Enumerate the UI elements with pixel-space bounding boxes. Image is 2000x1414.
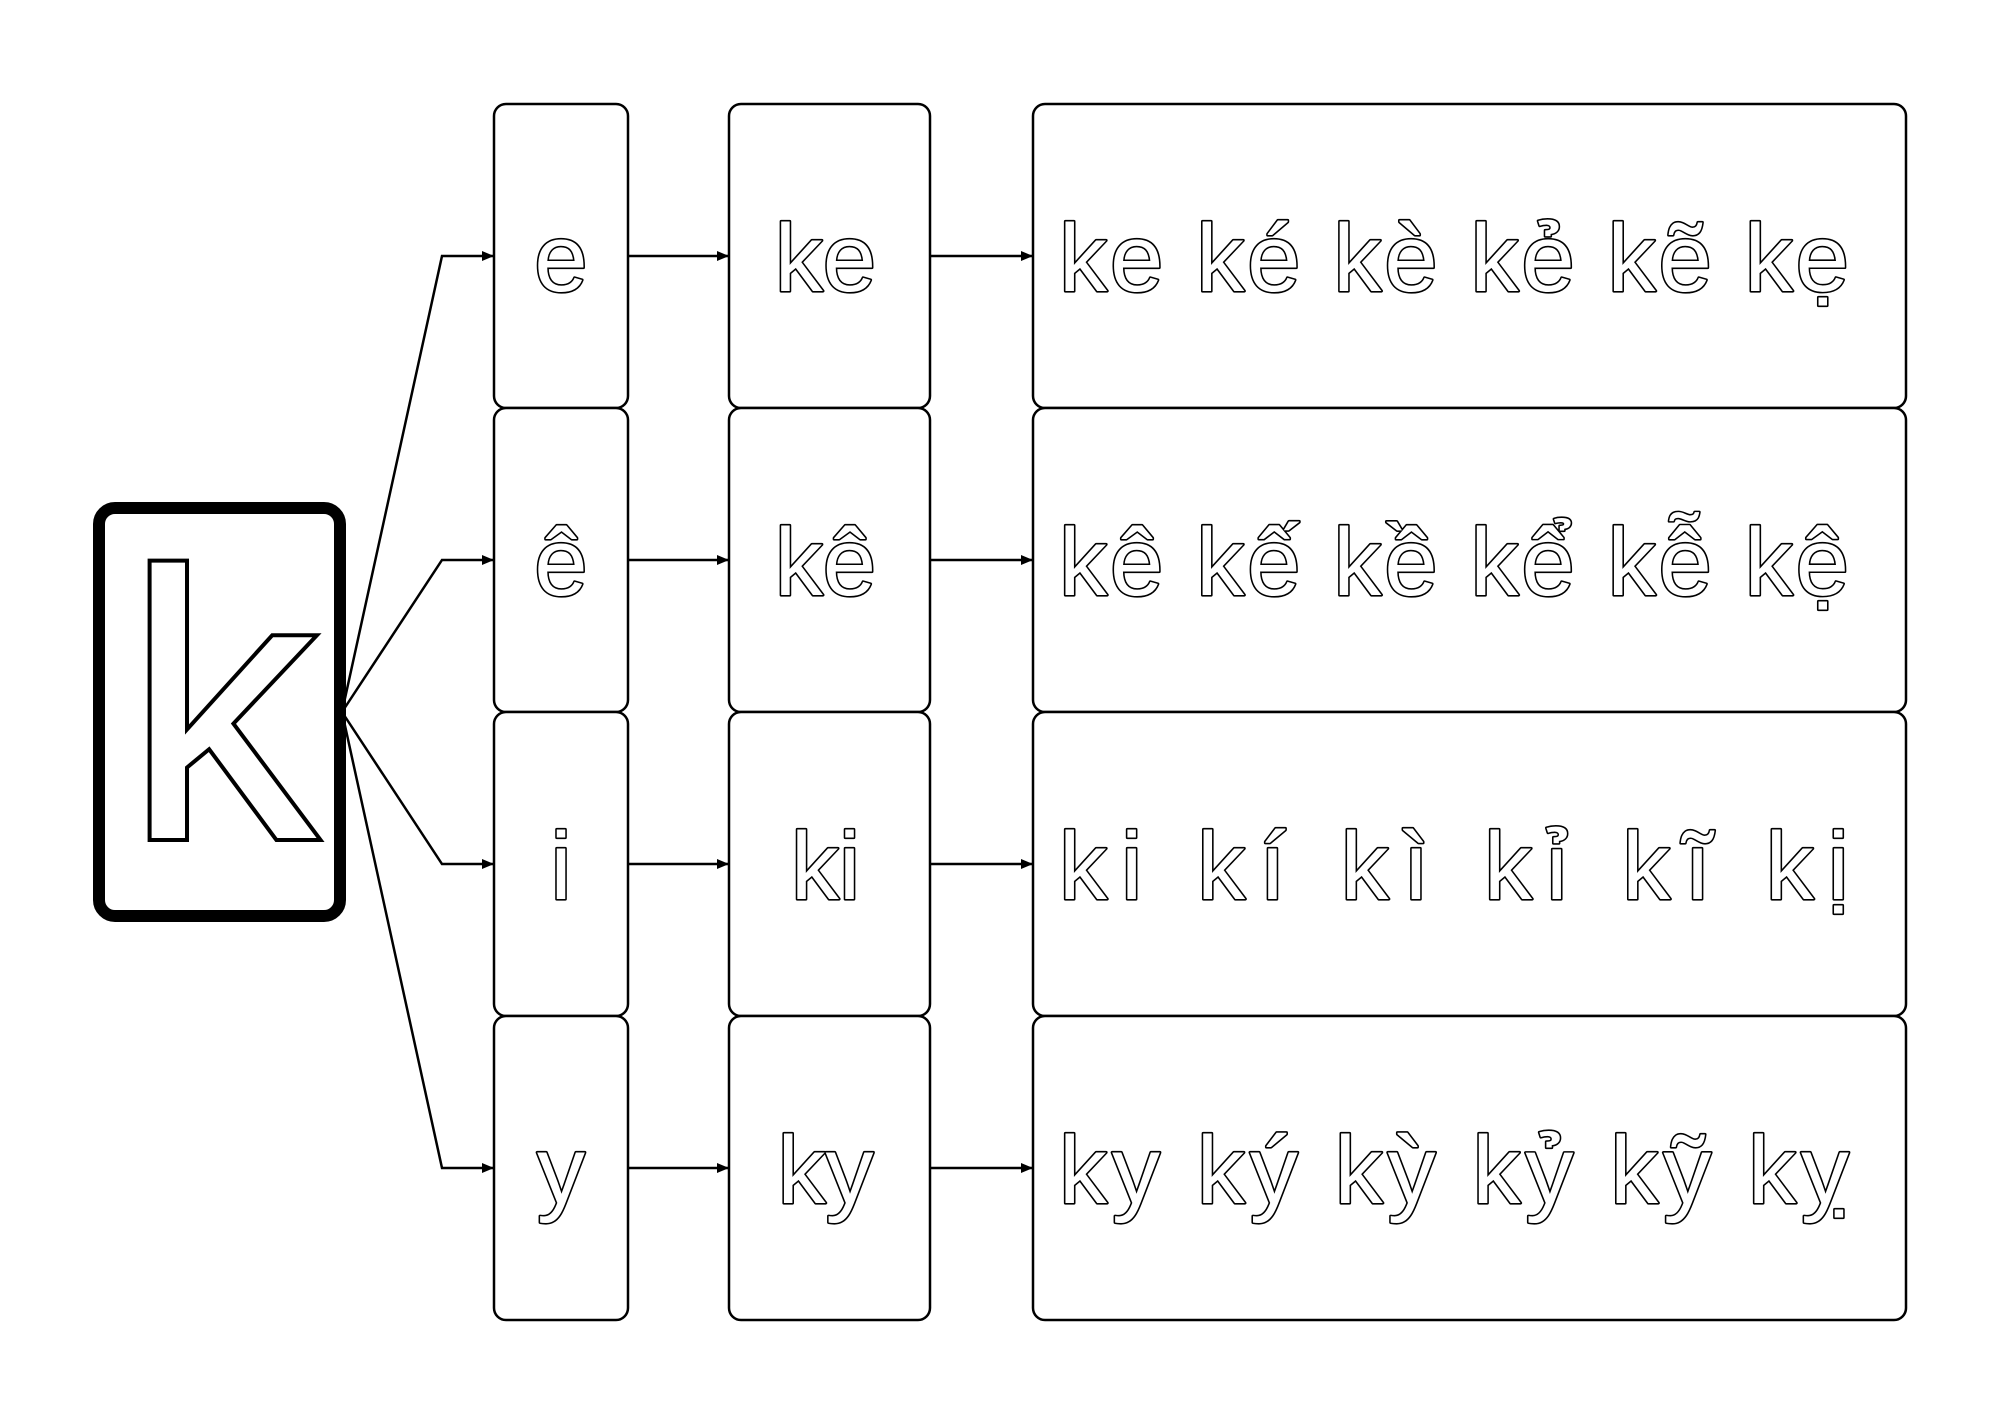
tone-variant: kỳ xyxy=(1303,1117,1436,1224)
syllable-label: kê xyxy=(775,509,876,616)
tone-variant: ki xyxy=(1059,813,1142,920)
tone-variant: kệ xyxy=(1715,509,1849,616)
tone-variant: kỷ xyxy=(1441,1117,1574,1224)
syllable-label: ki xyxy=(791,813,860,920)
vowel-box xyxy=(492,1014,630,1322)
root-letter-box xyxy=(93,502,346,922)
tone-variants: ky ký kỳ kỷ kỹ kỵ xyxy=(1059,1117,1849,1224)
tone-variant: kĩ xyxy=(1581,813,1715,920)
tone-variant: kè xyxy=(1304,205,1438,312)
root-letter-node: k xyxy=(93,490,346,923)
syllable-row: y ky ky ký kỳ kỷ kỹ kỵ xyxy=(492,1014,1908,1322)
tone-variant: ke xyxy=(1059,205,1163,312)
root-to-vowel-arrow xyxy=(340,251,494,713)
tone-variants: kê kế kề kể kễ kệ xyxy=(1059,509,1849,616)
tone-variant: ký xyxy=(1165,1117,1298,1224)
vowel-label: i xyxy=(550,813,571,920)
tone-variant: kỉ xyxy=(1443,813,1567,920)
vowel-label: y xyxy=(537,1117,585,1224)
tone-variant: kê xyxy=(1059,509,1163,616)
tone-variant: kì xyxy=(1300,813,1429,920)
root-to-vowel-arrow xyxy=(340,555,494,713)
tones-box xyxy=(1031,1014,1908,1322)
tone-variant: kẹ xyxy=(1715,205,1849,312)
connectors xyxy=(340,251,1033,1173)
tone-variants: ke ké kè kẻ kẽ kẹ xyxy=(1059,205,1849,312)
tone-variant: kỹ xyxy=(1578,1117,1711,1224)
tone-variant: kễ xyxy=(1578,509,1712,616)
root-to-vowel-arrow xyxy=(340,711,494,869)
root-letter: k xyxy=(126,494,322,919)
root-to-vowel-arrow xyxy=(340,711,494,1173)
tone-variant: kế xyxy=(1166,509,1300,616)
tone-variant: kể xyxy=(1441,509,1575,616)
tone-variant: kị xyxy=(1725,813,1849,920)
syllable-label: ky xyxy=(778,1117,874,1224)
tone-variant: kỵ xyxy=(1716,1117,1849,1224)
tone-variant: ké xyxy=(1166,205,1300,312)
syllable-label: ke xyxy=(775,205,876,312)
tone-variant: kề xyxy=(1304,509,1438,616)
tone-variant: kẻ xyxy=(1441,205,1575,312)
vowel-label: e xyxy=(534,205,587,312)
syllable-box xyxy=(727,1014,932,1322)
tone-variant: kí xyxy=(1156,813,1286,920)
tone-variants: ki kí kì kỉ kĩ kị xyxy=(1059,813,1849,920)
tone-variant: kẽ xyxy=(1578,205,1712,312)
vowel-label: ê xyxy=(534,509,587,616)
